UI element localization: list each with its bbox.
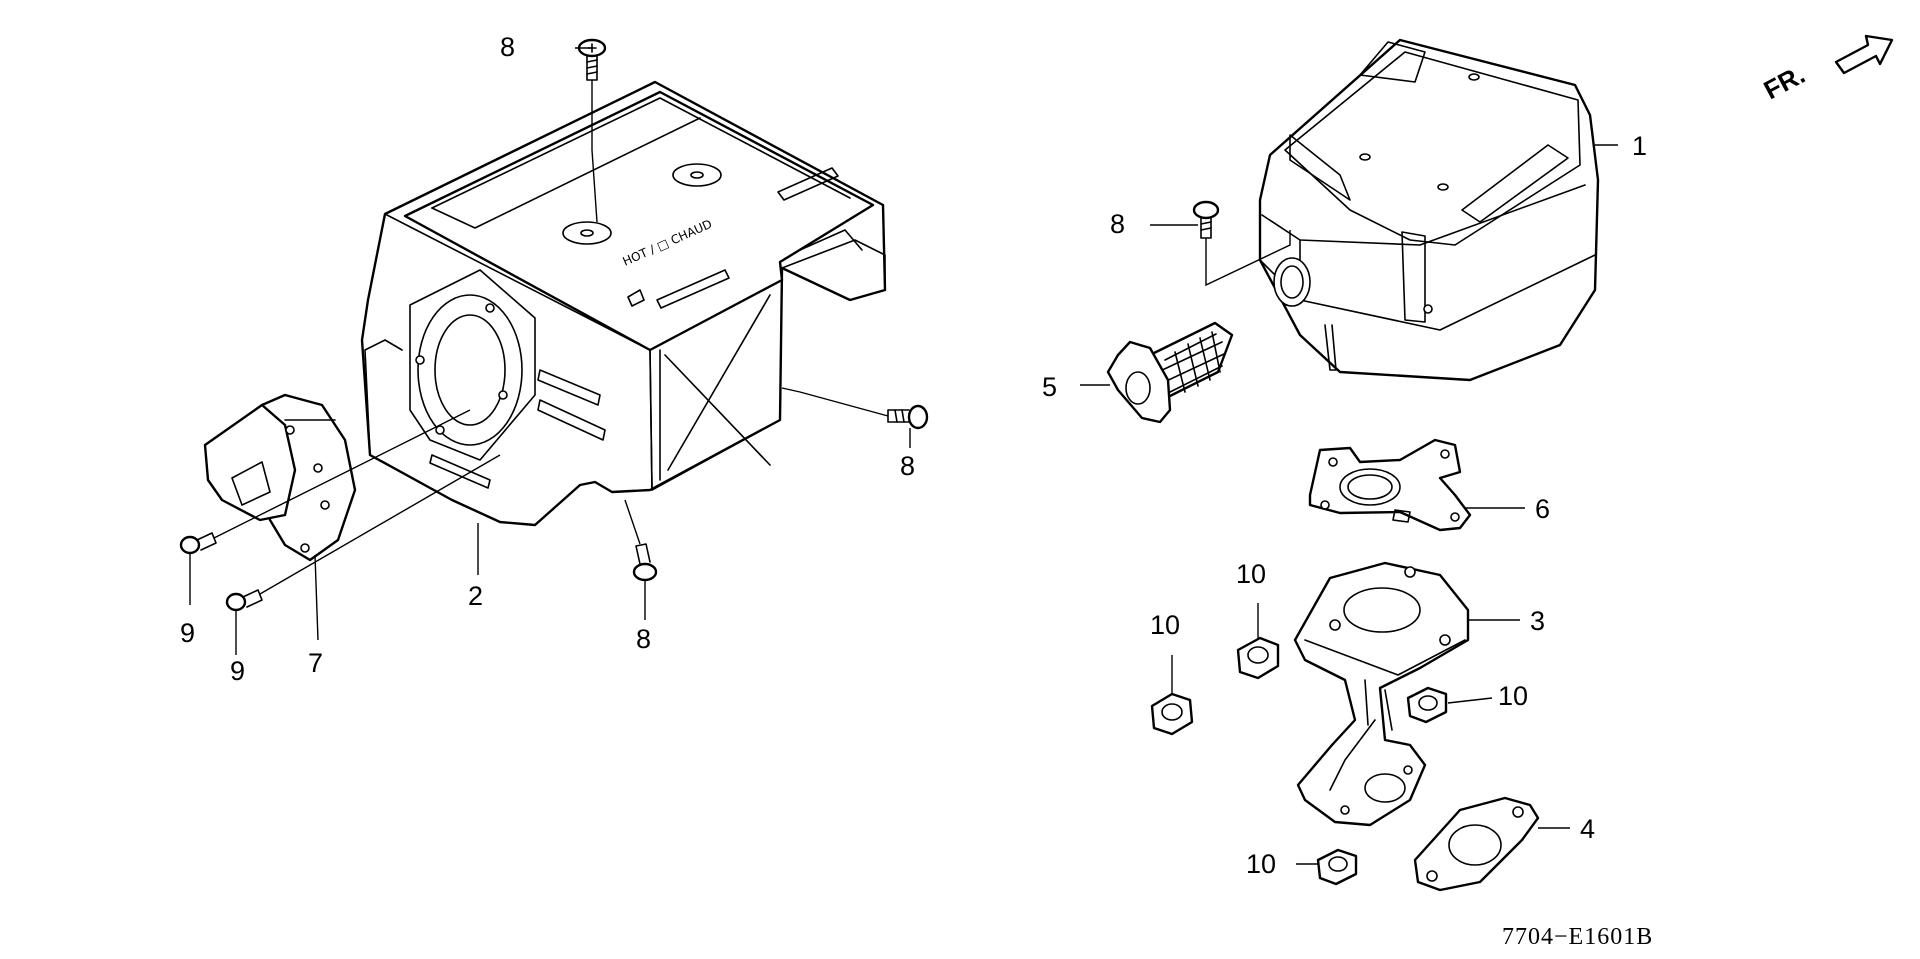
callout-8c: 8 [900,451,915,481]
muffler-gasket [1308,438,1472,532]
exhaust-gasket [1413,796,1540,892]
callout-labels: 1 2 3 4 5 6 7 8 8 8 8 9 9 10 10 10 10 [180,32,1647,879]
callout-1: 1 [1632,131,1647,161]
nut-left [1150,692,1194,736]
muffler-protector: HOT / □ CHAUD [360,80,887,527]
nut-middle [1236,636,1280,680]
callout-7: 7 [308,648,323,678]
callout-10c: 10 [1498,681,1528,711]
callout-10a: 10 [1150,610,1180,640]
callout-8a: 8 [500,32,515,62]
callout-9b: 9 [230,656,245,686]
exhaust-deflector [203,393,357,562]
nut-bottom [1316,848,1358,886]
callout-2: 2 [468,581,483,611]
callout-8b: 8 [1110,209,1125,239]
callout-6: 6 [1535,494,1550,524]
callout-4: 4 [1580,814,1595,844]
spark-arrester [1106,321,1234,424]
callout-8d: 8 [636,624,651,654]
exhaust-joint [1293,561,1470,827]
callout-10b: 10 [1236,559,1266,589]
callout-5: 5 [1042,372,1057,402]
screw-protector-right [781,387,929,430]
callout-3: 3 [1530,606,1545,636]
callout-9a: 9 [180,618,195,648]
fr-label: FR. [1759,59,1810,105]
screw-muffler [1192,200,1291,287]
nut-right [1406,686,1448,724]
leader-lines [189,47,1618,865]
drawing-code: 7704−E1601B [1502,924,1653,950]
muffler [1258,38,1600,382]
screw-protector-bottom [624,499,658,582]
callout-10d: 10 [1246,849,1276,879]
front-arrow-icon [1834,34,1894,75]
front-direction-indicator: FR. [1759,34,1894,105]
